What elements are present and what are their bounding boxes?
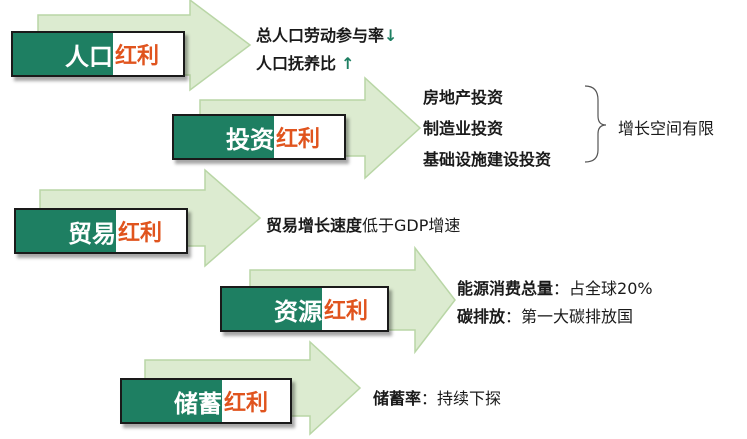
maoyi-line-1-normal: 低于GDP增速 (362, 216, 461, 235)
ziyuan-line-1-normal: ：占全球20% (553, 279, 653, 298)
label-chuxu-suffix: 红利 (222, 380, 269, 422)
touzi-line-2: 制造业投资 (423, 119, 504, 138)
touzi-line-1: 房地产投资 (423, 88, 504, 107)
down-arrow-icon: ↓ (384, 26, 398, 45)
label-maoyi-title: 贸易 (16, 210, 116, 252)
label-renkou-title: 人口 (13, 33, 113, 75)
ziyuan-line-2-normal: ：第一大碳排放国 (505, 307, 634, 326)
ziyuan-line-2: 碳排放：第一大碳排放国 (457, 303, 633, 327)
renkou-line-1-text: 总人口劳动参与率 (256, 26, 385, 45)
renkou-line-2-text: 人口抚养比 (256, 54, 337, 73)
renkou-line-1: 总人口劳动参与率↓ (256, 22, 397, 46)
ziyuan-line-1: 能源消费总量：占全球20% (457, 275, 653, 299)
label-touzi-suffix: 红利 (274, 116, 321, 158)
label-renkou-suffix: 红利 (113, 33, 160, 75)
maoyi-line-1-bold: 贸易增长速度 (266, 216, 363, 235)
label-renkou: 人口 红利 (11, 31, 185, 77)
chuxu-line-1-bold: 储蓄率 (373, 389, 422, 408)
ziyuan-line-1-bold: 能源消费总量 (457, 279, 554, 298)
chuxu-line-1-normal: ：持续下探 (421, 389, 502, 408)
label-chuxu-title: 储蓄 (122, 380, 222, 422)
up-arrow-icon: ↑ (341, 54, 355, 73)
label-ziyuan-suffix: 红利 (322, 288, 369, 330)
chuxu-line-1: 储蓄率：持续下探 (373, 385, 501, 409)
touzi-bracket-note: 增长空间有限 (618, 119, 715, 138)
ziyuan-line-2-bold: 碳排放 (457, 307, 506, 326)
renkou-line-2: 人口抚养比 ↑ (256, 50, 355, 74)
bracket-touzi (584, 85, 607, 163)
label-maoyi-suffix: 红利 (116, 210, 163, 252)
label-ziyuan-title: 资源 (222, 288, 322, 330)
label-ziyuan: 资源 红利 (220, 286, 389, 332)
touzi-line-3: 基础设施建设投资 (423, 150, 552, 169)
label-maoyi: 贸易 红利 (14, 208, 188, 254)
label-touzi: 投资 红利 (172, 114, 346, 160)
label-chuxu: 储蓄 红利 (120, 378, 292, 424)
label-touzi-title: 投资 (174, 116, 274, 158)
maoyi-line-1: 贸易增长速度低于GDP增速 (266, 212, 460, 236)
